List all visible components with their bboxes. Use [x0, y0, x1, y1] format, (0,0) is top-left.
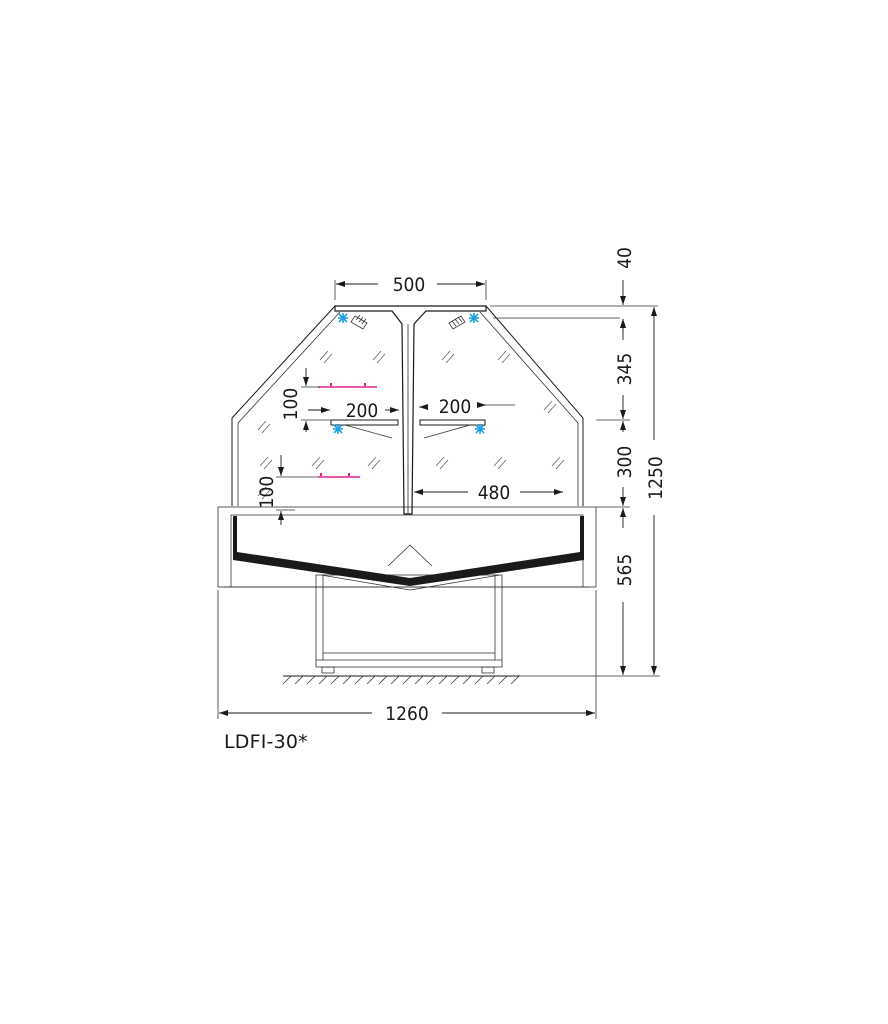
svg-text:100: 100	[280, 388, 302, 421]
svg-text:565: 565	[614, 554, 636, 587]
model-label: LDFI-30*	[224, 731, 308, 753]
glass-reflections	[257, 350, 565, 500]
svg-text:500: 500	[393, 274, 426, 296]
fan-icon	[475, 424, 485, 434]
svg-text:1260: 1260	[385, 703, 429, 725]
floor-line	[282, 675, 520, 685]
led-strip	[318, 386, 377, 478]
svg-text:300: 300	[614, 446, 636, 479]
tray-center-detail	[387, 544, 433, 567]
dim-right-stack: 40 345 300 565 1250	[490, 247, 667, 677]
cabinet-body	[217, 506, 597, 588]
dim-top-width: 500	[334, 274, 487, 300]
dim-shelf-right: 200	[419, 396, 515, 418]
led-dots	[320, 383, 366, 476]
svg-text:200: 200	[346, 400, 379, 422]
canopy	[231, 305, 620, 515]
svg-text:200: 200	[439, 396, 472, 418]
fan-icon	[333, 424, 343, 434]
lamp-left	[350, 314, 368, 330]
svg-text:40: 40	[614, 247, 636, 269]
shelf-left	[330, 419, 399, 439]
lamp-right	[448, 315, 466, 330]
dim-inner-depth: 480	[414, 482, 563, 504]
dim-shelf-gap-lower: 100	[256, 455, 318, 525]
svg-text:100: 100	[256, 476, 278, 509]
svg-text:1250: 1250	[645, 456, 667, 500]
dim-shelf-gap-upper: 100	[280, 368, 330, 432]
base-stand	[315, 574, 503, 674]
shelf-right	[419, 419, 486, 439]
tray-bottom	[320, 574, 501, 591]
fan-icon	[469, 313, 479, 323]
dim-total-width: 1260	[217, 590, 597, 725]
fan-icon	[338, 313, 348, 323]
dim-shelf-left: 200	[308, 400, 399, 422]
display-tray	[233, 516, 584, 586]
svg-text:480: 480	[478, 482, 511, 504]
svg-text:345: 345	[614, 353, 636, 386]
